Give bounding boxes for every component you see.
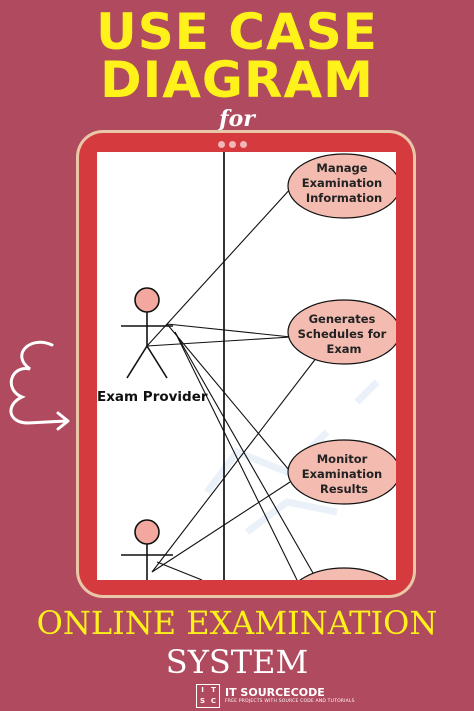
- use-case-monitor: Monitor Examination Results: [287, 439, 396, 505]
- logo-letter: T: [211, 686, 216, 694]
- association-line: [174, 331, 298, 580]
- brand-tagline: FREE PROJECTS WITH SOURCE CODE AND TUTOR…: [225, 699, 355, 704]
- association-line: [174, 331, 318, 580]
- subtitle-line1: ONLINE EXAMINATION: [36, 604, 438, 642]
- use-case-ellipse: [287, 299, 396, 365]
- subtitle-line2: SYSTEM: [165, 643, 309, 681]
- use-case-ellipse: [287, 439, 396, 505]
- logo-letter: I: [201, 686, 204, 694]
- actor-exam-provider: [121, 287, 173, 379]
- brand-logo-icon: I T S C: [196, 684, 220, 708]
- brand-name: IT SOURCECODE: [225, 686, 325, 699]
- actor-label: Exam Provider: [97, 389, 208, 405]
- use-case-label: Generates Schedules for Exam: [298, 312, 391, 356]
- brand-text: IT SOURCECODE FREE PROJECTS WITH SOURCE …: [225, 687, 355, 705]
- tablet-screen: Manage Examination Information Generates…: [97, 152, 396, 580]
- brand: I T S C IT SOURCECODE FREE PROJECTS WITH…: [196, 683, 355, 709]
- association-line: [151, 481, 291, 573]
- use-case-ellipse-partial: [299, 567, 389, 580]
- actor-head: [134, 287, 160, 313]
- for-word: for: [219, 106, 255, 132]
- use-case-diagram: Manage Examination Information Generates…: [97, 152, 396, 580]
- use-case-schedules: Generates Schedules for Exam: [287, 299, 396, 365]
- actor-unlabeled: [121, 519, 173, 580]
- association-line: [151, 356, 318, 573]
- association-line: [146, 186, 293, 347]
- association-lines: [146, 186, 318, 580]
- use-case-manage: Manage Examination Information: [287, 153, 396, 219]
- tablet-camera-dot: [218, 141, 225, 148]
- use-case-label: Monitor Examination Results: [302, 452, 386, 496]
- tablet-camera-dot: [240, 141, 247, 148]
- use-case-label: Manage Examination Information: [302, 161, 386, 205]
- tablet-camera-dot: [229, 141, 236, 148]
- association-line: [166, 323, 290, 471]
- logo-letter: C: [210, 697, 217, 705]
- poster-title-line2: DIAGRAM: [100, 51, 374, 109]
- actor-head: [134, 519, 160, 545]
- association-line: [166, 323, 292, 338]
- poster-title-line1: USE CASE: [96, 3, 378, 61]
- association-line: [146, 336, 292, 347]
- curly-arrow-icon: [9, 340, 70, 431]
- association-line: [156, 561, 203, 580]
- logo-letter: S: [199, 697, 206, 705]
- use-case-ellipse: [287, 153, 396, 219]
